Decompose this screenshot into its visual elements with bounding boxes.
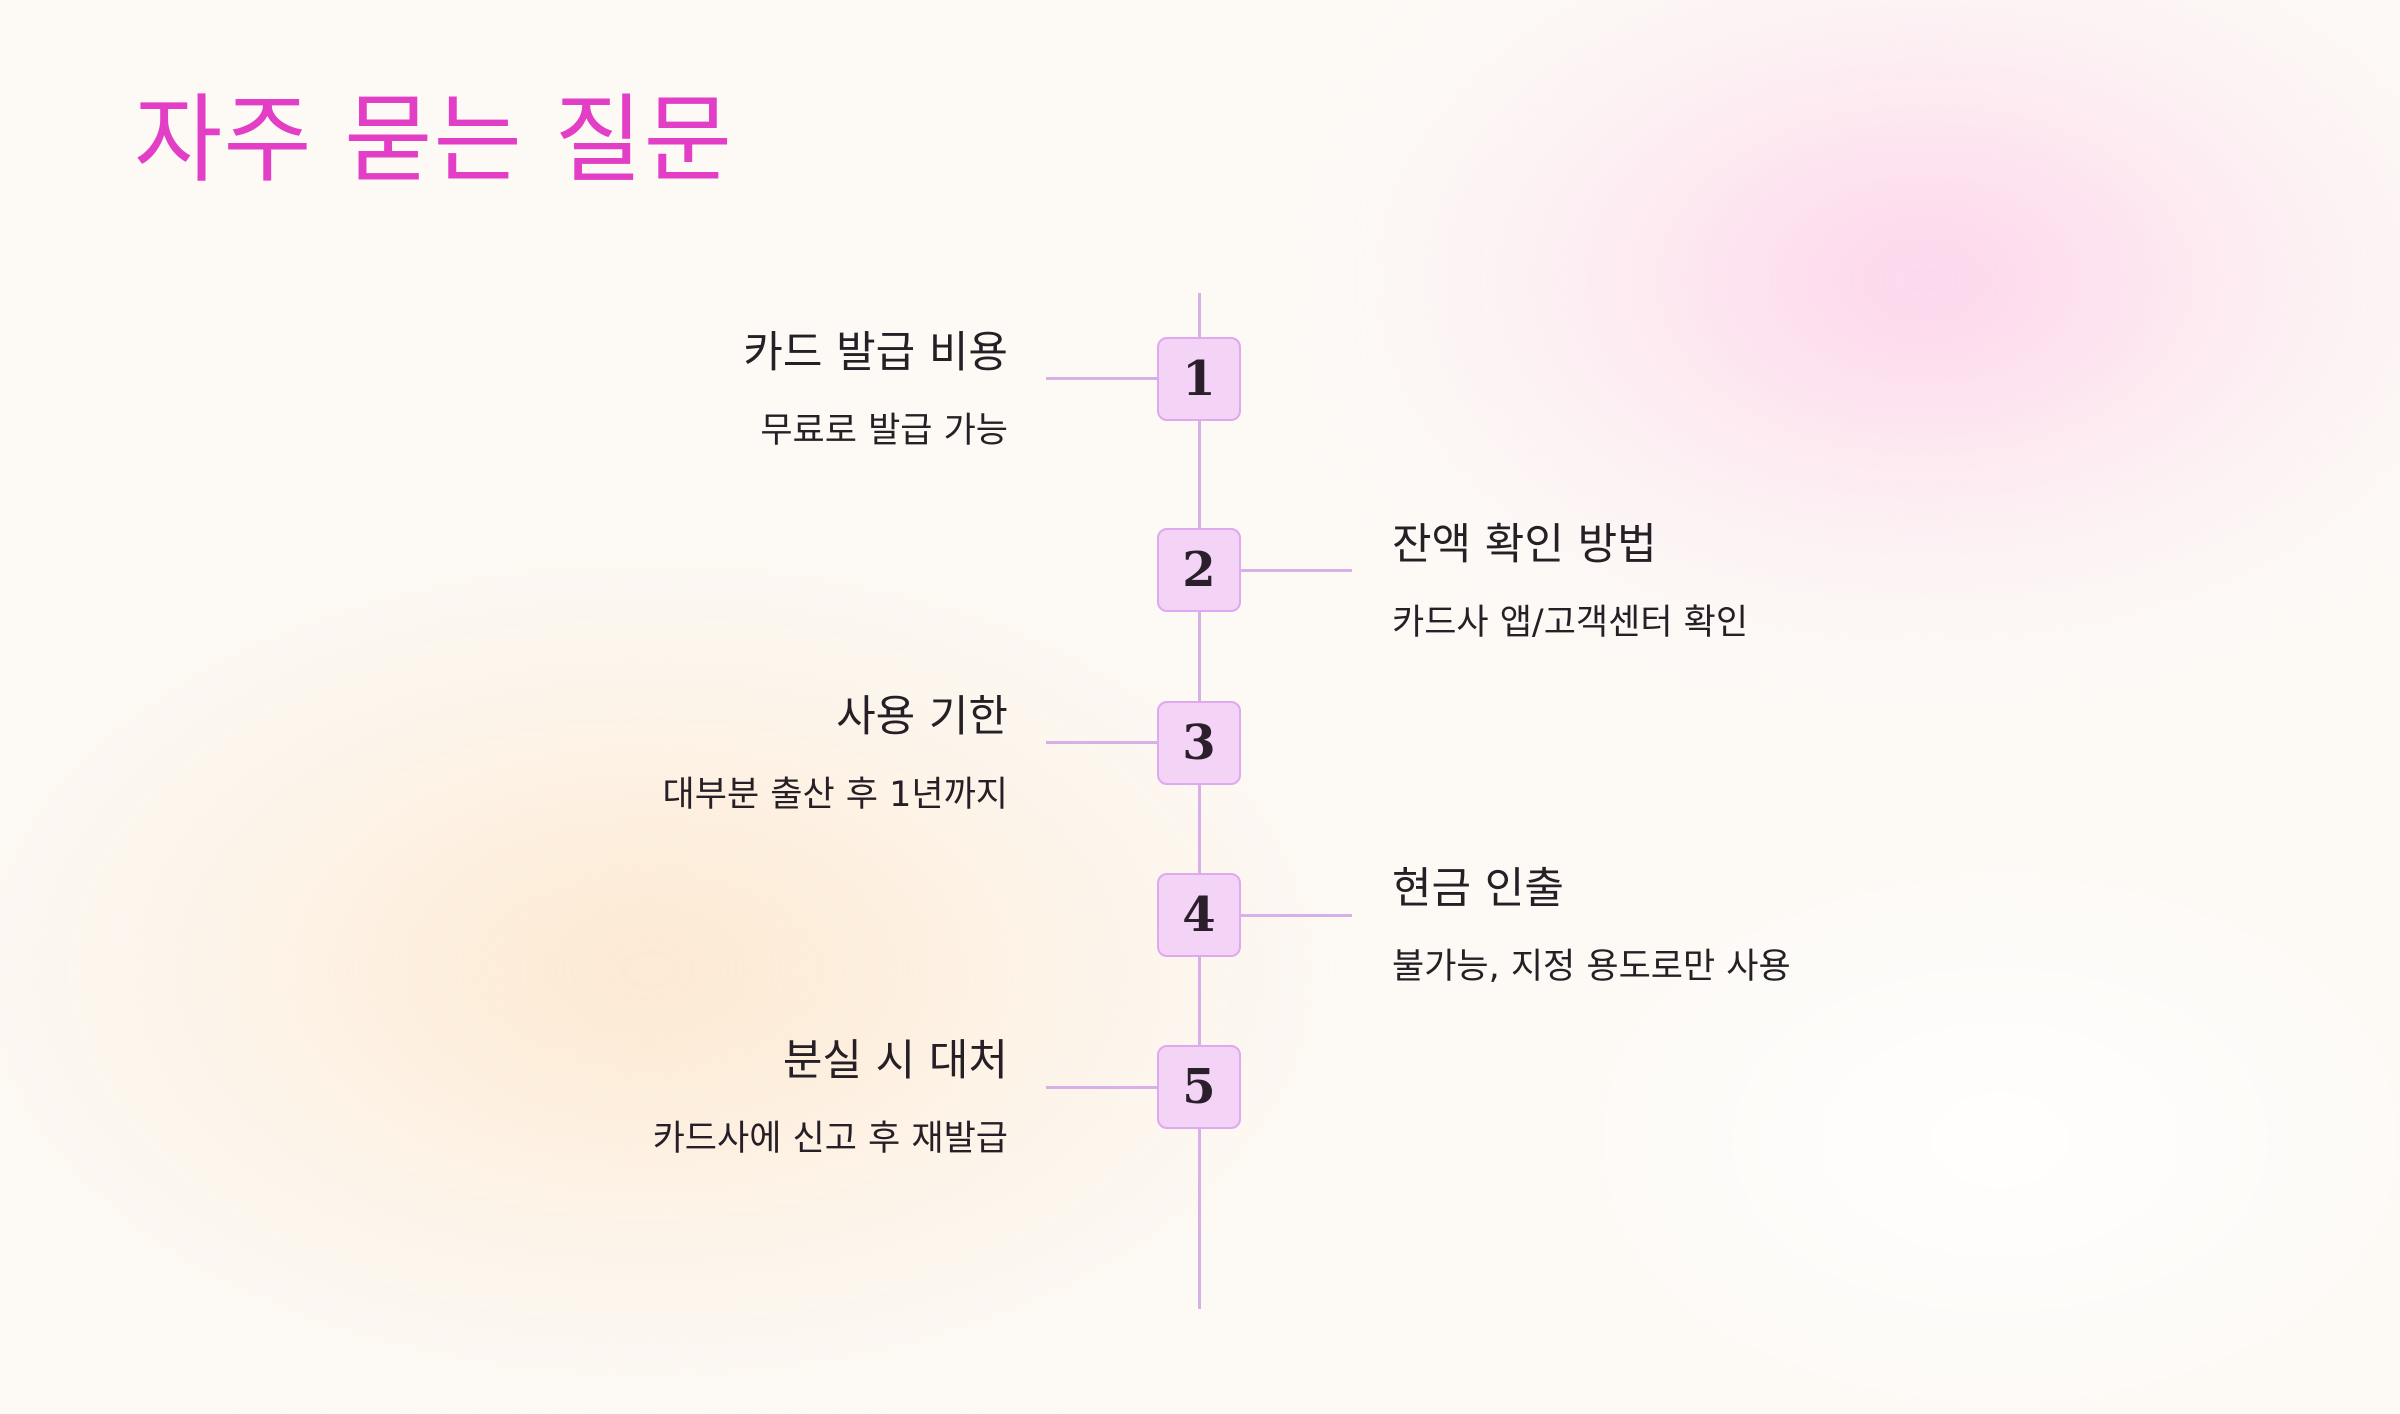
faq-item-title: 현금 인출 [1392,864,1564,914]
step-number-box-3: 3 [1157,701,1241,785]
faq-item-description: 불가능, 지정 용도로만 사용 [1392,947,1791,987]
faq-item-title: 사용 기한 [836,692,1008,742]
faq-item-4: 현금 인출 불가능, 지정 용도로만 사용 [1392,861,2092,989]
peach-gradient-glow [0,520,1400,1414]
connector-line-2 [1240,569,1352,572]
white-gradient-glow [1550,860,2400,1414]
connector-line-4 [1240,914,1352,917]
step-number-box-2: 2 [1157,528,1241,612]
timeline-axis [1198,293,1201,1309]
faq-item-1: 카드 발급 비용 무료로 발급 가능 [308,325,1008,453]
faq-item-description: 카드사 앱/고객센터 확인 [1392,603,1749,643]
page-title: 자주 묻는 질문 [134,84,733,196]
faq-item-title: 카드 발급 비용 [743,328,1008,378]
step-number-box-4: 4 [1157,873,1241,957]
faq-item-3: 사용 기한 대부분 출산 후 1년까지 [308,689,1008,817]
connector-line-5 [1046,1086,1158,1089]
faq-item-description: 대부분 출산 후 1년까지 [662,775,1008,815]
faq-item-5: 분실 시 대처 카드사에 신고 후 재발급 [308,1033,1008,1161]
faq-item-title: 분실 시 대처 [782,1036,1008,1086]
connector-line-3 [1046,741,1158,744]
pink-gradient-glow [1350,0,2400,640]
faq-item-description: 무료로 발급 가능 [760,411,1008,451]
faq-item-description: 카드사에 신고 후 재발급 [652,1119,1008,1159]
faq-item-title: 잔액 확인 방법 [1392,520,1657,570]
step-number-box-1: 1 [1157,337,1241,421]
step-number-box-5: 5 [1157,1045,1241,1129]
faq-item-2: 잔액 확인 방법 카드사 앱/고객센터 확인 [1392,517,2092,645]
connector-line-1 [1046,377,1158,380]
